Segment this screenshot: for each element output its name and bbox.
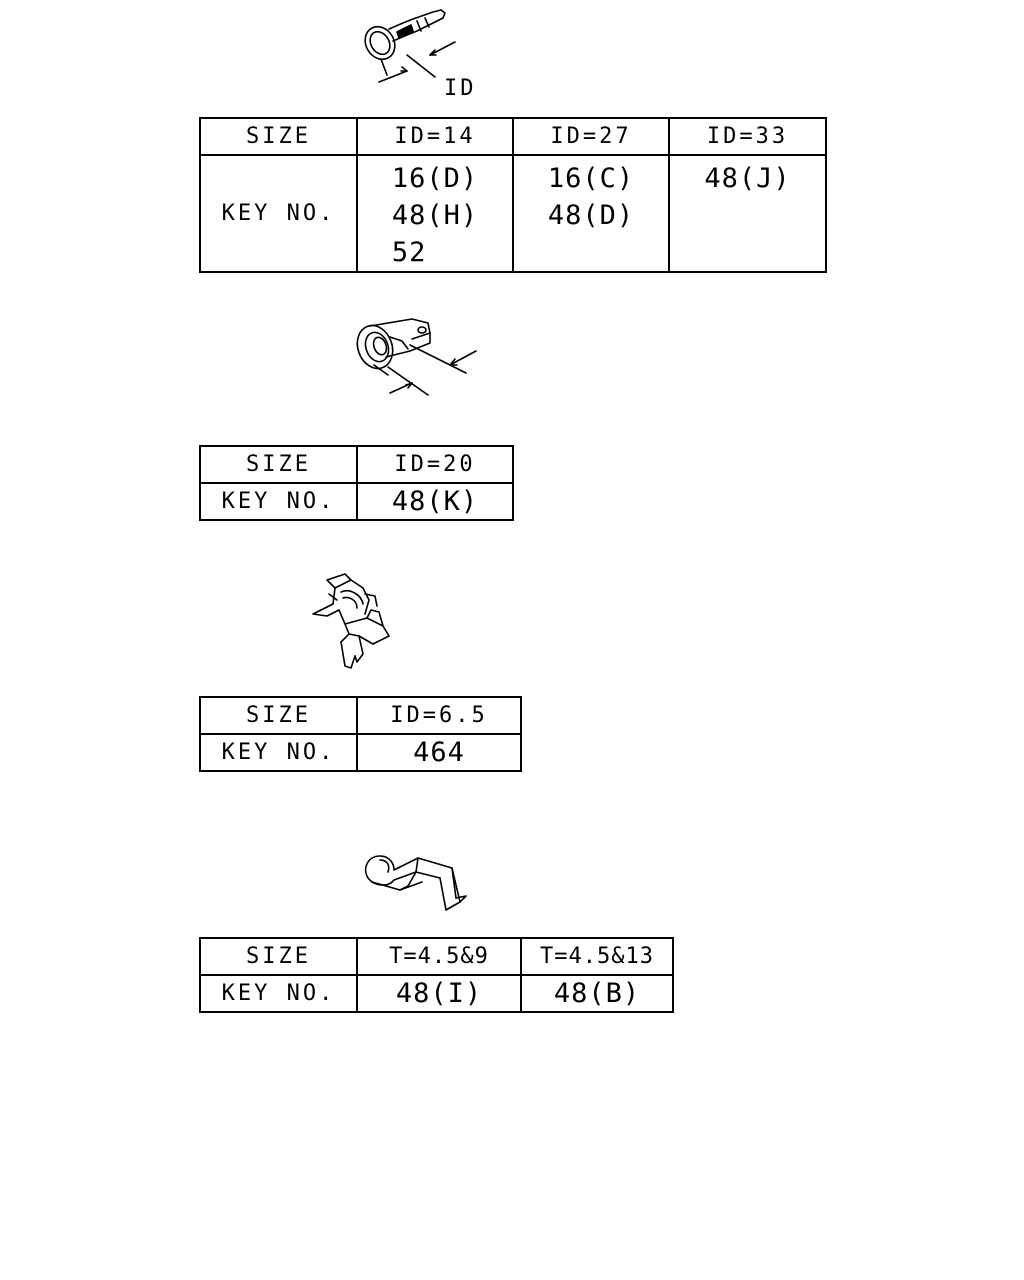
clip-3-size-table: SIZE ID=6.5 KEY NO. 464 <box>199 696 522 772</box>
hose-clamp-illustration <box>364 9 456 83</box>
key-no-value: 48(J) <box>704 163 791 194</box>
key-no-value: 464 <box>356 733 522 772</box>
key-no-value: 48(B) <box>520 974 674 1013</box>
size-id-33: ID=33 <box>668 117 827 156</box>
key-no-header: KEY NO. <box>199 974 358 1013</box>
size-t-4-5-9: T=4.5&9 <box>356 937 522 976</box>
key-no-value: 48(D) <box>547 200 635 231</box>
clip-4-size-table: SIZE T=4.5&9 T=4.5&13 KEY NO. 48(I) 48(B… <box>199 937 674 1013</box>
size-header: SIZE <box>199 696 358 735</box>
size-header: SIZE <box>199 937 358 976</box>
key-no-value: 48(I) <box>356 974 522 1013</box>
clip-1-size-table: SIZE ID=14 ID=27 ID=33 KEY NO. 16(D) 48(… <box>199 117 827 273</box>
key-no-value: 48(H) <box>391 200 479 231</box>
key-no-header: KEY NO. <box>199 733 358 772</box>
key-no-value: 16(C) <box>547 163 635 194</box>
size-id-6-5: ID=6.5 <box>356 696 522 735</box>
clip-2-size-table: SIZE ID=20 KEY NO. 48(K) <box>199 445 514 521</box>
size-id-20: ID=20 <box>356 445 514 484</box>
size-id-14: ID=14 <box>356 117 514 156</box>
inner-diameter-label: ID <box>444 76 477 101</box>
key-no-cell-id-33: 48(J) <box>668 154 827 273</box>
size-header: SIZE <box>199 445 358 484</box>
push-in-clip-illustration <box>312 573 390 669</box>
key-no-value: 16(D) <box>391 163 479 194</box>
p-clamp-illustration <box>356 318 477 396</box>
key-no-cell-id-27: 16(C) 48(D) <box>512 154 670 273</box>
size-t-4-5-13: T=4.5&13 <box>520 937 674 976</box>
spring-clip-illustration <box>364 855 467 911</box>
size-id-27: ID=27 <box>512 117 670 156</box>
key-no-header: KEY NO. <box>199 482 358 521</box>
key-no-value: 52 <box>391 237 427 268</box>
size-header: SIZE <box>199 117 358 156</box>
key-no-header: KEY NO. <box>199 154 358 273</box>
key-no-cell-id-14: 16(D) 48(H) 52 <box>356 154 514 273</box>
key-no-value: 48(K) <box>356 482 514 521</box>
